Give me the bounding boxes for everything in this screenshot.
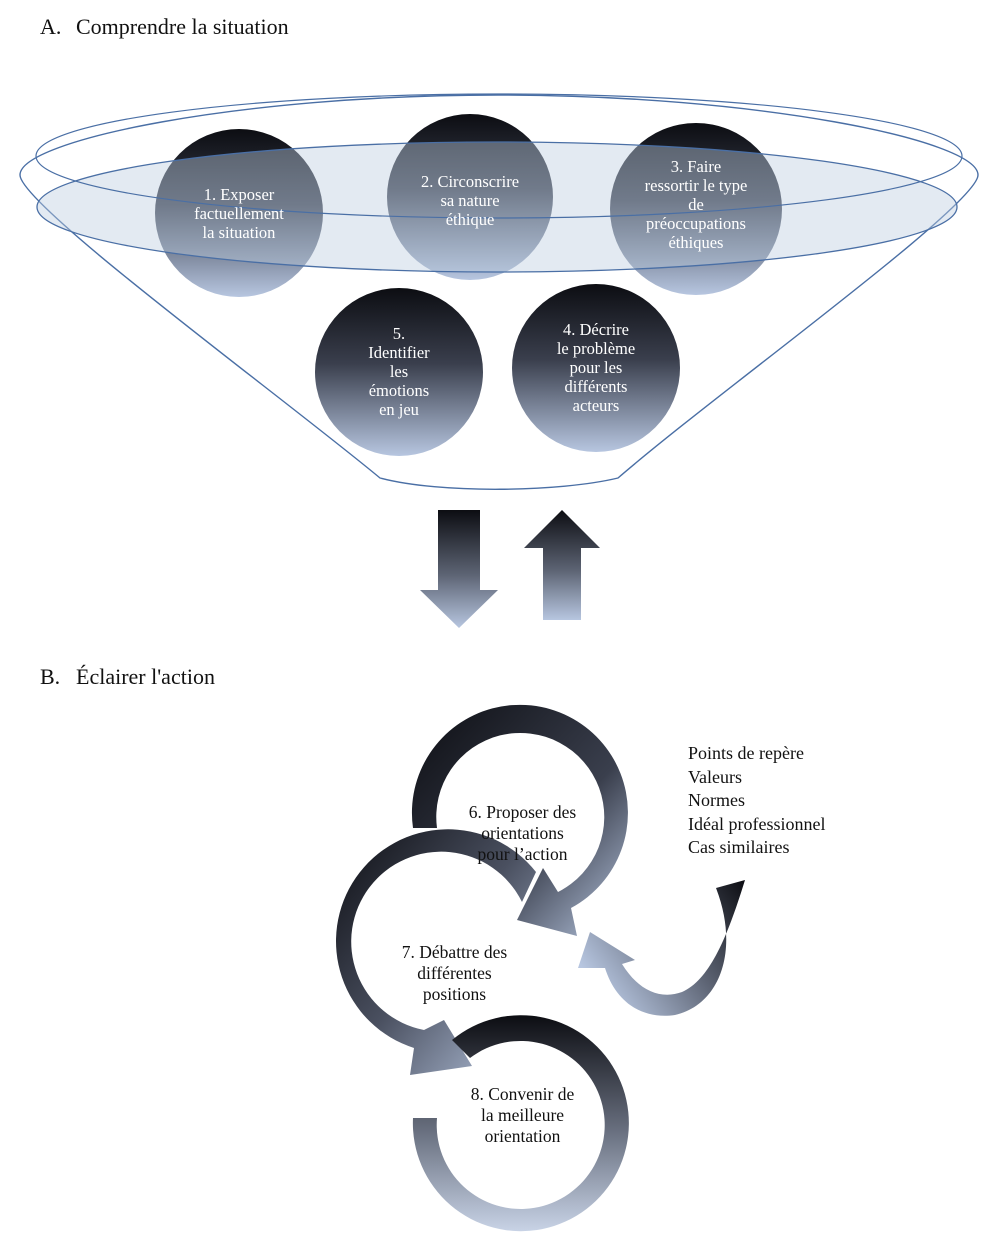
step-3-label: 3. Faire ressortir le type de préoccupat… — [644, 156, 748, 252]
step-3-circle — [610, 123, 782, 295]
step-5-circle — [315, 288, 483, 456]
step-7-label: 7. Débattre des différentes positions — [401, 942, 508, 1004]
section-b-letter: B. — [40, 664, 61, 689]
step-6-label: 6. Proposer des orientations pour l’acti… — [468, 802, 577, 864]
section-a-heading: A. Comprendre la situation — [40, 14, 289, 40]
section-a-letter: A. — [40, 14, 62, 39]
step-2-label: 2. Circonscrire sa nature éthique — [420, 171, 520, 229]
reference-item: Valeurs — [688, 766, 742, 787]
step-5-label: 5. Identifier les émotions en jeu — [368, 323, 430, 419]
step-2-circle — [387, 114, 553, 280]
references-curved-arrow — [578, 880, 745, 1016]
references-list: Points de repère Valeurs Normes Idéal pr… — [688, 742, 825, 860]
step-4-label: 4. Décrire le problème pour les différen… — [556, 319, 636, 415]
funnel-top-ellipse — [36, 141, 958, 273]
step-4-circle — [512, 284, 680, 452]
step-1-circle — [155, 129, 323, 297]
section-b-heading: B. Éclairer l'action — [40, 664, 215, 690]
funnel-rim-ellipse — [35, 93, 963, 219]
reference-item: Normes — [688, 790, 745, 810]
step-1-label: 1. Exposer factuellement la situation — [194, 184, 284, 242]
step-8-label: 8. Convenir de la meilleure orientation — [470, 1084, 575, 1146]
reference-item: Cas similaires — [688, 837, 790, 857]
section-a-title: Comprendre la situation — [76, 14, 289, 39]
reference-item: Idéal professionnel — [688, 813, 826, 834]
arrow-down-icon — [420, 510, 498, 628]
section-b-title: Éclairer l'action — [76, 664, 215, 689]
arrow-up-icon — [524, 510, 600, 620]
cycle-arrow-step-7 — [336, 829, 536, 1075]
reference-item: Points de repère — [688, 743, 804, 763]
